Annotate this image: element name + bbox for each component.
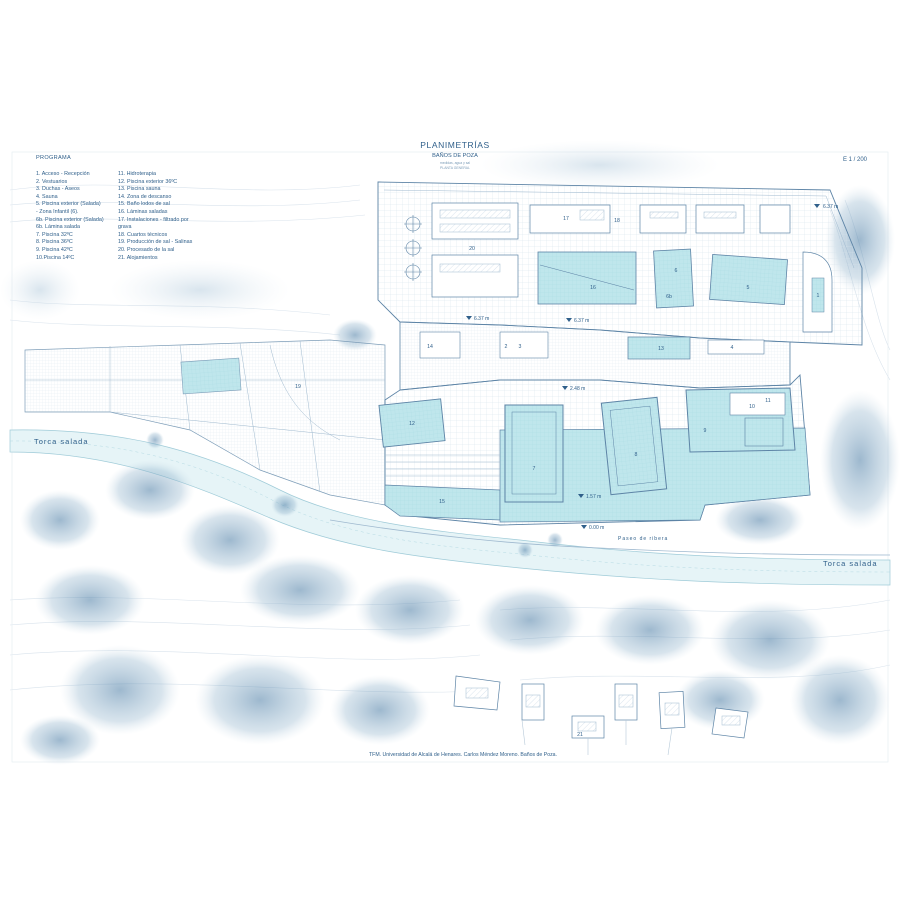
pool-7 xyxy=(504,404,564,503)
legend-item: 7. Piscina 32ºC xyxy=(36,231,73,238)
path-label: Paseo de ribera xyxy=(618,536,668,542)
sheet-title-block: PLANIMETRÍAS BAÑOS DE POZA medidas, agua… xyxy=(405,140,505,170)
room-2: 2 xyxy=(505,344,508,350)
sheet-caption: medidas, agua y sal xyxy=(439,161,471,165)
technical-rooms xyxy=(529,204,791,234)
room-6b: 6b xyxy=(666,294,672,300)
pool-5 xyxy=(709,254,788,306)
room-16: 16 xyxy=(590,285,596,291)
legend-item: 6b. Piscina exterior (Salada) xyxy=(36,216,104,223)
salt-basin xyxy=(180,357,242,395)
processing-rooms xyxy=(431,202,519,298)
legend-item: 3. Duchas - Aseos xyxy=(36,186,80,193)
legend-item: 13. Piscina sauna xyxy=(118,186,161,193)
pool-15 xyxy=(384,484,501,521)
sheet-title: PLANIMETRÍAS xyxy=(420,140,490,150)
pool-6 xyxy=(653,248,694,309)
hydrotherapy-11 xyxy=(729,392,786,416)
pool-12 xyxy=(378,398,446,448)
level-lower: 1.57 m xyxy=(586,494,601,500)
room-1: 1 xyxy=(817,293,820,299)
legend-item: 5. Piscina exterior (Salada) xyxy=(36,201,101,208)
legend-item: 20. Procesado de la sal xyxy=(118,246,175,253)
level-mid-left: 6.37 m xyxy=(474,316,489,322)
room-13: 13 xyxy=(658,346,664,352)
room-3: 3 xyxy=(519,344,522,350)
room-11: 11 xyxy=(765,398,770,404)
room-9: 9 xyxy=(704,428,707,434)
room-14: 14 xyxy=(427,344,433,350)
room-10: 10 xyxy=(749,404,755,410)
sheet-footer: TFM. Universidad de Alcalá de Henares. C… xyxy=(369,752,557,758)
legend-item: 14. Zona de descanso xyxy=(118,193,172,200)
legend-item: 9. Piscina 42ºC xyxy=(36,246,73,253)
legend-item: - Zona Infantil (6). xyxy=(36,208,79,215)
riverside-walkway xyxy=(329,519,891,556)
legend-column-2: 11. Hidroterapia 12. Piscina exterior 36… xyxy=(118,171,196,262)
level-terrace: 2.48 m xyxy=(570,386,585,392)
river-label-left: Torca salada xyxy=(34,437,89,446)
room-12: 12 xyxy=(409,421,415,427)
level-mid-center: 6.37 m xyxy=(574,318,589,324)
room-18: 18 xyxy=(614,218,620,224)
legend-item: 8. Piscina 36ºC xyxy=(36,239,73,246)
legend-item: 21. Alojamientos xyxy=(118,254,158,261)
pool-13 xyxy=(627,336,691,360)
scale-label: E 1 / 200 xyxy=(843,157,868,163)
legend-header: PROGRAMA xyxy=(36,155,72,161)
legend-column-1: 1. Acceso - Recepción 2. Vestuarios 3. D… xyxy=(36,171,114,262)
legend-item: 16. Láminas saladas xyxy=(118,208,168,215)
legend-item: 15. Baño lodos de sal xyxy=(118,201,170,208)
salinas-area xyxy=(24,339,386,506)
legend-item: 6b. Lámina salada xyxy=(36,224,81,231)
program-legend: PROGRAMA 1. Acceso - Recepción 2. Vestua… xyxy=(36,155,192,261)
room-19: 19 xyxy=(295,384,301,390)
legend-item: 11. Hidroterapia xyxy=(118,171,156,177)
room-15: 15 xyxy=(439,499,445,505)
room-17: 17 xyxy=(563,216,569,222)
legend-item: 18. Cuartos técnicos xyxy=(118,231,168,238)
legend-item: 17. Instalaciones - filtrado por xyxy=(118,216,189,223)
legend-item: 4. Sauna xyxy=(36,193,58,200)
level-top-right: 6.37 m xyxy=(823,204,838,210)
room-7: 7 xyxy=(533,466,536,472)
room-20: 20 xyxy=(469,246,475,252)
sheet-plan-name: PLANTA GENERAL xyxy=(440,166,470,170)
room-8: 8 xyxy=(635,452,638,458)
entrance-pavilions xyxy=(404,215,422,281)
pool-16 xyxy=(537,251,637,305)
legend-item: 1. Acceso - Recepción xyxy=(36,171,90,177)
room-21: 21 xyxy=(577,732,583,738)
sheet-subtitle: BAÑOS DE POZA xyxy=(432,153,478,159)
vegetation xyxy=(0,140,900,765)
pool-8 xyxy=(600,396,668,496)
legend-item: 10.Piscina 14ºC xyxy=(36,254,75,261)
room-6: 6 xyxy=(675,268,678,274)
legend-item: grava xyxy=(118,224,132,231)
pool-10 xyxy=(744,417,784,447)
room-4: 4 xyxy=(731,345,734,351)
river-label-right: Torca salada xyxy=(823,559,878,568)
legend-item: 19. Producción de sal - Salinas xyxy=(118,239,193,246)
river xyxy=(9,429,891,586)
legend-item: 12. Piscina exterior 36ºC xyxy=(118,178,178,185)
room-5: 5 xyxy=(747,285,750,291)
level-bottom: 0.00 m xyxy=(589,525,604,531)
legend-item: 2. Vestuarios xyxy=(36,178,68,185)
